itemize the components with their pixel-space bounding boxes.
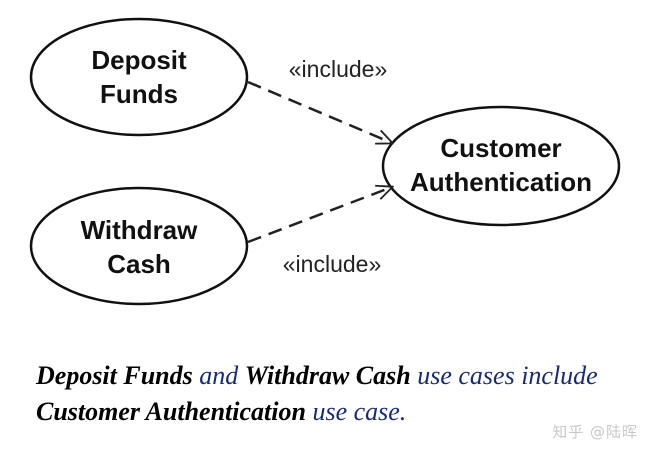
caption-text-and: and (192, 361, 245, 390)
include-relation-deposit: «include» (247, 56, 392, 143)
include-label-withdraw: «include» (283, 251, 381, 277)
include-relation-withdraw: «include» (247, 187, 392, 277)
use-case-withdraw-cash-line1: Withdraw (81, 215, 199, 245)
caption-text-use-case: use case. (305, 397, 407, 426)
caption-withdraw-cash: Withdraw Cash (244, 361, 411, 390)
use-case-deposit-funds-line1: Deposit (91, 45, 187, 75)
use-case-customer-authentication-ellipse (381, 105, 621, 227)
use-case-deposit-funds: Deposit Funds (29, 17, 249, 137)
use-case-deposit-funds-ellipse (29, 17, 249, 137)
include-arrow-deposit (247, 80, 392, 143)
use-case-customer-authentication-line2: Authentication (410, 167, 592, 197)
use-case-customer-authentication-line1: Customer (440, 133, 561, 163)
use-case-withdraw-cash: Withdraw Cash (29, 186, 249, 306)
include-arrow-withdraw (247, 187, 392, 244)
caption-text-use-cases-include: use cases include (410, 361, 598, 390)
diagram-caption: Deposit Funds and Withdraw Cash use case… (36, 358, 636, 430)
use-case-withdraw-cash-ellipse (29, 186, 249, 306)
use-case-withdraw-cash-line2: Cash (107, 249, 171, 279)
use-case-customer-authentication: Customer Authentication (381, 105, 621, 227)
use-case-diagram: Deposit Funds Withdraw Cash Customer Aut… (29, 17, 621, 306)
include-label-deposit: «include» (289, 56, 387, 82)
use-case-deposit-funds-line2: Funds (100, 79, 178, 109)
caption-deposit-funds: Deposit Funds (36, 361, 193, 390)
caption-customer-authentication: Customer Authentication (36, 397, 306, 426)
watermark: 知乎 @陆晖 (552, 423, 638, 441)
